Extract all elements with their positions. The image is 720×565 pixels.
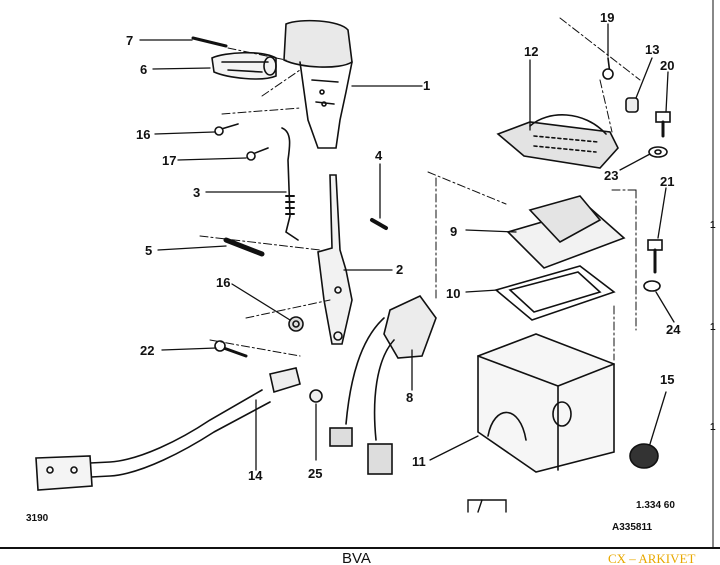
callout-8: 8 [406, 390, 413, 405]
callout-7: 7 [126, 33, 133, 48]
part-11-housing [477, 333, 615, 473]
watermark: CX – ARKIVET [608, 551, 695, 565]
drawing-reference: A335811 [612, 522, 652, 533]
callout-25: 25 [308, 466, 322, 481]
reference-symbol [467, 499, 507, 513]
callout-6: 6 [140, 62, 147, 77]
part-2-lever [317, 174, 353, 345]
scale-reference: 1.334 60 [636, 500, 675, 511]
callout-10: 10 [446, 286, 460, 301]
callout-4: 4 [375, 148, 383, 163]
part-16-nut [288, 316, 304, 332]
callout-9: 9 [450, 224, 457, 239]
drawing-code-left: 3190 [26, 513, 49, 524]
callout-16: 16 [216, 275, 230, 290]
callout-11: 11 [412, 454, 426, 469]
callout-5: 5 [145, 243, 152, 258]
part-23-washer [648, 146, 668, 158]
edge-mark: 1 [710, 422, 716, 433]
callout-21: 21 [660, 174, 674, 189]
callout-20: 20 [660, 58, 674, 73]
callout-12: 12 [524, 44, 538, 59]
part-19-screw [602, 57, 614, 80]
part-10-gasket [494, 265, 616, 321]
callout-17: 17 [162, 153, 176, 168]
part-24-washer [643, 280, 661, 292]
callout-23: 23 [604, 168, 618, 183]
callout-24: 24 [666, 322, 681, 337]
part-12-selector-gate [496, 114, 619, 169]
part-8-wiring-switch [329, 294, 437, 475]
callout-2: 2 [396, 262, 403, 277]
callout-18: 16 [136, 127, 150, 142]
part-14-cable [35, 367, 301, 491]
callout-14: 14 [248, 468, 263, 483]
part-15-cap [629, 443, 659, 469]
part-5-pin [223, 237, 265, 257]
callout-15: 15 [660, 372, 674, 387]
edge-mark: 1 [710, 322, 716, 333]
callout-19: 19 [600, 10, 614, 25]
caption: BVA [342, 550, 371, 565]
part-7-pin [191, 36, 228, 48]
part-13-bulb-holder [625, 97, 639, 113]
part-25-clip [309, 389, 323, 403]
part-21-bolt [647, 239, 663, 274]
part-6-trim [211, 51, 277, 80]
edge-mark: 1 [710, 220, 716, 231]
callout-3: 3 [193, 185, 200, 200]
callout-1: 1 [423, 78, 430, 93]
callout-22: 22 [140, 343, 154, 358]
callout-13: 13 [645, 42, 659, 57]
part-9-gate-plate [506, 195, 626, 269]
part-3-rod [281, 127, 299, 241]
part-20-bolt [655, 111, 671, 138]
part-1-selector-lever [283, 19, 353, 149]
part-17-screw [246, 147, 269, 161]
part-22-bolt [214, 340, 248, 358]
part-4-pin [370, 218, 388, 230]
part-18-screw [214, 123, 239, 136]
